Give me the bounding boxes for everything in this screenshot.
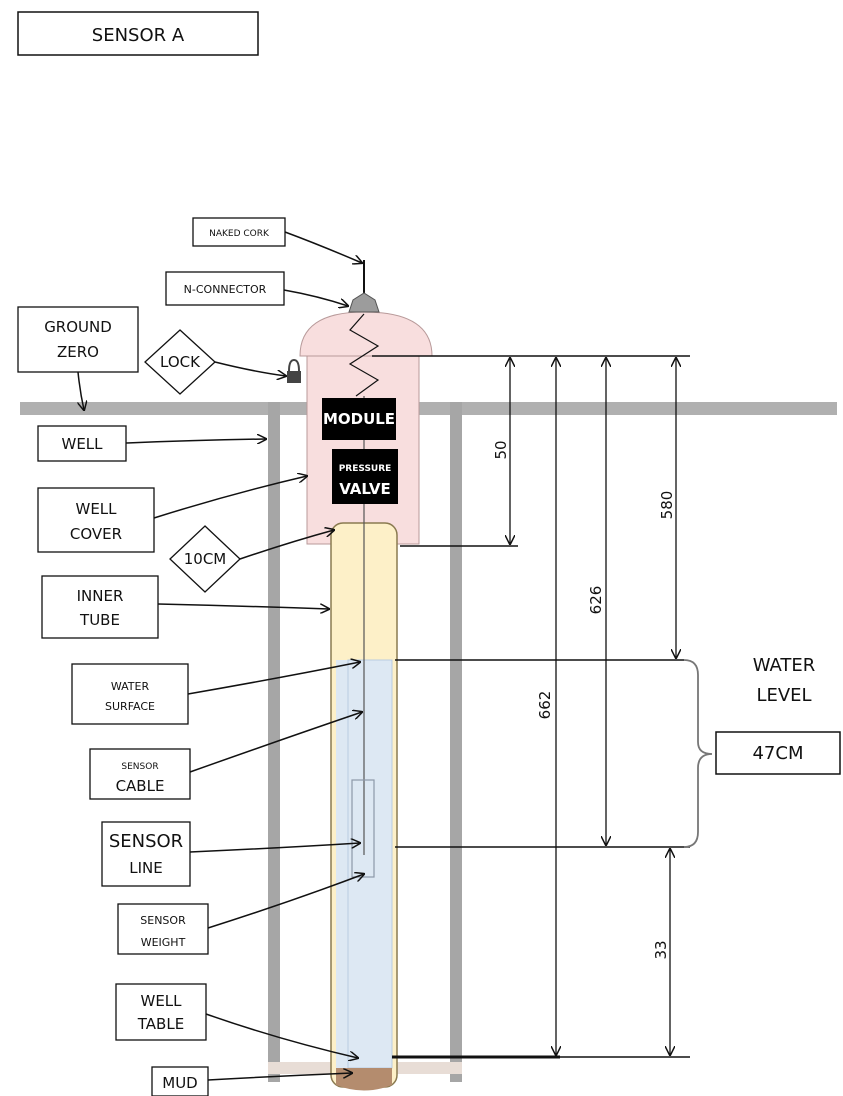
water-level-value: 47CM	[752, 743, 803, 764]
ground-zero-box	[17, 306, 139, 373]
water-surface-label-1: WATER	[111, 680, 150, 693]
n-connector-box	[165, 271, 285, 306]
lock-icon	[287, 371, 301, 383]
well-table-arrow	[205, 1013, 358, 1058]
sensor-line-arrow	[189, 843, 360, 853]
inner-tube-box	[41, 575, 159, 639]
sensor-cable-box	[89, 748, 191, 800]
title-box	[17, 11, 259, 56]
sensor-cable-label-1: SENSOR	[121, 762, 158, 772]
inner-tube-label-1: INNER	[77, 587, 124, 605]
lock-shackle	[288, 358, 300, 372]
water-level-brace	[683, 659, 713, 848]
well-cover-label-1: WELL	[75, 500, 117, 518]
water-surface-box	[71, 663, 189, 725]
ten-cm-arrow	[239, 530, 334, 560]
water-level-title-2: LEVEL	[756, 685, 811, 706]
dim-580-label: 580	[658, 491, 676, 520]
water-surface-label-2: SURFACE	[105, 700, 155, 713]
sensor-line-label-1: SENSOR	[109, 831, 183, 852]
water-level-title-1: WATER	[753, 655, 816, 676]
sensor-line-label-2: LINE	[129, 859, 162, 877]
lock-diamond	[144, 329, 216, 395]
well-box	[37, 425, 127, 462]
well-table-label-2: TABLE	[137, 1015, 184, 1033]
well-cover-label-2: COVER	[70, 525, 122, 543]
sensor-cable-arrow	[189, 712, 362, 773]
inner-tube-label-2: TUBE	[79, 611, 120, 629]
lock-arrow	[214, 361, 286, 376]
ground-zero-label-1: GROUND	[44, 318, 112, 336]
mud-box	[151, 1066, 209, 1096]
sensor-weight-box	[117, 903, 209, 955]
module-label: MODULE	[323, 410, 395, 428]
water-level-value-box	[715, 731, 841, 775]
mud-arrow	[207, 1073, 352, 1081]
naked-cork-label: NAKED CORK	[209, 229, 270, 239]
cable-coil	[348, 313, 380, 397]
sensor-weight-arrow	[207, 874, 364, 929]
sensor-cable-label-2: CABLE	[116, 777, 165, 795]
ground-zero-label-2: ZERO	[57, 343, 99, 361]
dim-626-label: 626	[587, 586, 605, 615]
sensor-line-box	[101, 821, 191, 887]
mud-label: MUD	[162, 1074, 197, 1092]
n-connector-arrow	[283, 289, 348, 306]
well-table-box	[115, 983, 207, 1041]
n-connector-label: N-CONNECTOR	[184, 283, 267, 296]
sensor-weight-label-2: WEIGHT	[141, 936, 186, 949]
dim-33-label: 33	[652, 940, 670, 959]
naked-cork-arrow	[284, 231, 362, 263]
sensor-weight-label-1: SENSOR	[140, 914, 186, 927]
dim-662-label: 662	[536, 691, 554, 720]
well-cover-box	[37, 487, 155, 553]
ten-cm-label: 10CM	[184, 550, 227, 568]
well-table-label-1: WELL	[140, 992, 182, 1010]
ten-cm-diamond	[169, 525, 241, 593]
inner-tube-arrow	[157, 603, 329, 609]
pressure-label: PRESSURE	[339, 464, 392, 474]
water-surface-arrow	[187, 662, 360, 695]
ground-line	[20, 402, 837, 415]
well-cover-dome	[299, 311, 433, 357]
well-arrow	[125, 439, 266, 443]
title: SENSOR A	[92, 25, 185, 46]
lock-label: LOCK	[160, 353, 201, 371]
valve-label: VALVE	[339, 480, 391, 498]
naked-cork-box	[192, 217, 286, 247]
ground-zero-arrow	[78, 371, 84, 410]
well-wall-right	[450, 402, 462, 1082]
module-box	[322, 398, 396, 440]
well-label: WELL	[61, 435, 103, 453]
mud	[336, 1068, 392, 1091]
pressure-valve-box	[332, 449, 398, 504]
n-connector-icon	[348, 292, 380, 313]
well-cover-arrow	[153, 476, 307, 519]
dim-50-label: 50	[492, 440, 510, 459]
